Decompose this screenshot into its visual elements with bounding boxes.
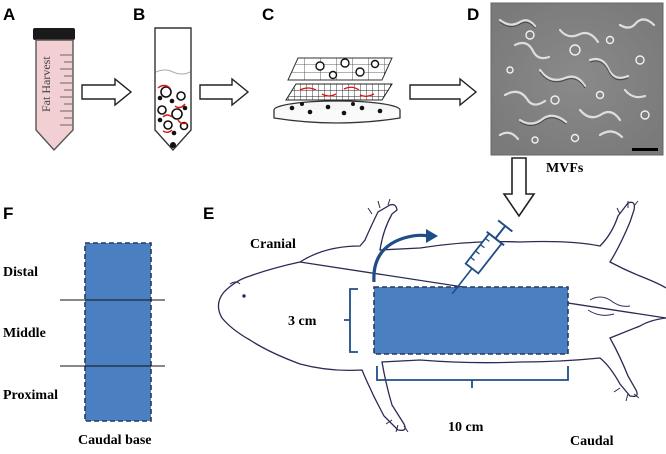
collection-dish [273, 100, 401, 124]
panel-b: B [133, 5, 192, 152]
digestion-tube-body [154, 27, 192, 152]
zone-label-proximal: Proximal [3, 388, 58, 403]
arrow-a-to-b [81, 77, 133, 107]
panel-c-letter: C [262, 5, 274, 24]
tube-cap [33, 28, 75, 40]
fat-harvest-tube: Fat Harvest [33, 28, 75, 152]
digestion-tube [154, 27, 192, 152]
panel-f-letter: F [3, 204, 13, 223]
panel-c: C [262, 5, 401, 124]
scale-bar [632, 148, 658, 151]
length-bracket [376, 366, 569, 388]
mvf-micrograph [490, 2, 664, 156]
zone-label-distal: Distal [3, 265, 38, 280]
rat-outline [217, 201, 666, 432]
panel-b-letter: B [133, 5, 145, 24]
width-label: 3 cm [288, 314, 317, 329]
panel-d-letter: D [467, 5, 479, 24]
curved-arrow [372, 233, 429, 283]
caudal-base-label: Caudal base [78, 433, 152, 448]
tube-label: Fat Harvest [39, 56, 53, 112]
syringe-icon [451, 219, 513, 295]
panel-a: A Fat Harvest [3, 5, 75, 152]
panel-a-letter: A [3, 5, 15, 24]
arrow-b-to-c [199, 77, 250, 107]
tube-body [35, 39, 74, 152]
zone-label-middle: Middle [3, 326, 46, 341]
length-label: 10 cm [448, 420, 484, 435]
curved-arrow-head [426, 229, 438, 243]
width-bracket [344, 288, 358, 353]
cranial-label: Cranial [250, 237, 296, 252]
panel-f: F Distal Middle Proximal Caudal base [3, 204, 165, 448]
arrow-c-to-d [409, 77, 478, 107]
caudal-label: Caudal [570, 434, 614, 449]
micrograph-label: MVFs [546, 161, 584, 176]
filter-top [287, 57, 393, 81]
cell-clusters [157, 84, 189, 148]
panel-e-letter: E [203, 204, 214, 223]
filter-bottom [285, 83, 393, 101]
injection-arrow [502, 157, 536, 218]
panel-d: D [467, 2, 664, 176]
graft-area-rectangle [373, 286, 569, 355]
rat-details [229, 198, 640, 433]
graft-zone-rectangle [84, 242, 152, 422]
panel-e: E 3 cm 10 cm [203, 198, 666, 449]
